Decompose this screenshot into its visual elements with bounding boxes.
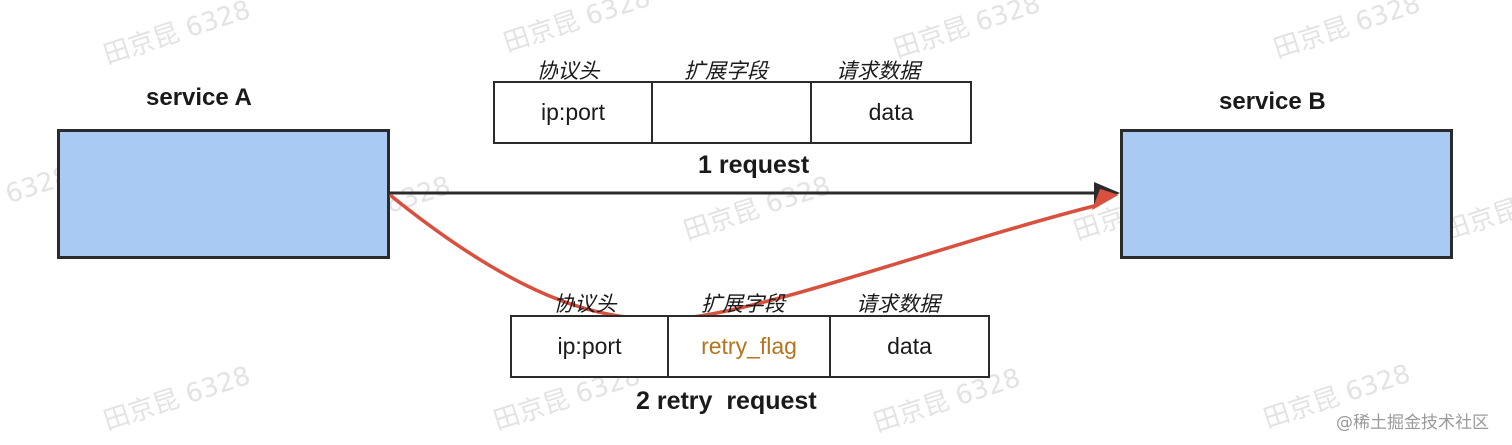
request-2-header-extension: 扩展字段 bbox=[701, 292, 785, 316]
service-b-box bbox=[1120, 129, 1453, 259]
request-1-packet: ip:port data bbox=[493, 81, 972, 144]
request-2-header-protocol: 协议头 bbox=[553, 292, 617, 316]
request-1-cell-protocol: ip:port bbox=[541, 99, 605, 125]
request-1-cell-extension bbox=[651, 83, 810, 142]
request-1-header-protocol: 协议头 bbox=[536, 59, 600, 83]
service-a-label: service A bbox=[146, 84, 252, 111]
site-credit: @稀土掘金技术社区 bbox=[1336, 413, 1489, 433]
request-2-cell-retry-flag: retry_flag bbox=[667, 317, 829, 376]
service-a-box bbox=[57, 129, 390, 259]
request-2-packet: ip:port retry_flag data bbox=[510, 315, 990, 378]
request-2-cell-payload: data bbox=[829, 317, 988, 376]
request-arrow bbox=[390, 182, 1120, 204]
service-b-label: service B bbox=[1219, 88, 1326, 115]
request-1-header-extension: 扩展字段 bbox=[684, 59, 768, 83]
request-2-header-payload: 请求数据 bbox=[856, 292, 940, 316]
request-1-label: 1 request bbox=[698, 151, 810, 179]
request-2-cell-protocol: ip:port bbox=[557, 333, 622, 359]
request-1-header-payload: 请求数据 bbox=[836, 59, 920, 83]
request-1-cell-payload: data bbox=[810, 83, 970, 142]
request-2-label: 2 retry request bbox=[636, 387, 817, 415]
